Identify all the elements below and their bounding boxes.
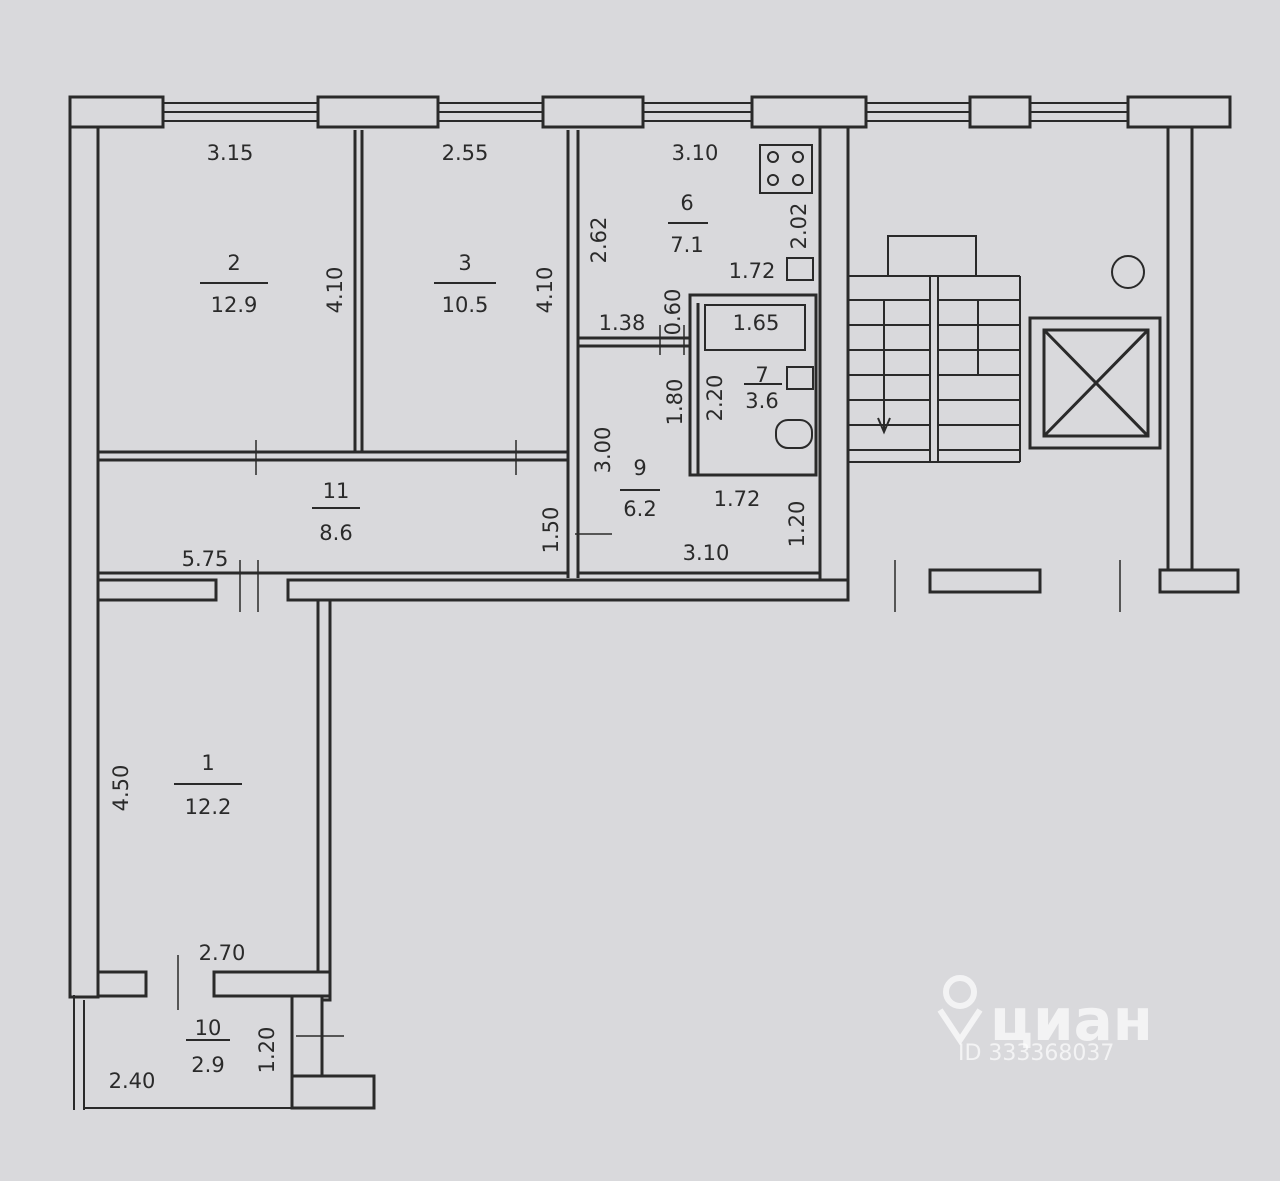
dim-bath-width: 1.65 bbox=[733, 311, 780, 335]
sink-icon bbox=[786, 257, 814, 281]
dim-bath-height: 2.20 bbox=[703, 375, 727, 422]
dim-r6-width: 3.10 bbox=[672, 141, 719, 165]
outer-wall-top-1 bbox=[68, 95, 165, 129]
svg-text:10: 10 bbox=[195, 1016, 222, 1040]
elevator bbox=[1028, 316, 1162, 450]
outer-wall-top-3 bbox=[541, 95, 645, 129]
bathroom-box bbox=[688, 293, 818, 477]
wall-landing bbox=[928, 568, 1042, 594]
svg-text:9: 9 bbox=[633, 456, 646, 480]
dim-r9-height: 3.00 bbox=[591, 427, 615, 474]
svg-text:2: 2 bbox=[227, 251, 240, 275]
svg-text:1: 1 bbox=[201, 751, 214, 775]
dim-r9-inner-width: 1.72 bbox=[714, 487, 761, 511]
stair-wall-right bbox=[1166, 125, 1194, 594]
dim-r9-side: 1.80 bbox=[663, 379, 687, 426]
outer-wall-top-5 bbox=[968, 95, 1032, 129]
partitions bbox=[98, 130, 820, 578]
outer-wall-top-6 bbox=[1126, 95, 1232, 129]
dim-r11-height: 1.50 bbox=[539, 507, 563, 554]
dim-r10-depth: 1.20 bbox=[255, 1027, 279, 1074]
wall-corridor-1 bbox=[96, 578, 218, 602]
dim-r2-width: 3.15 bbox=[207, 141, 254, 165]
wall-room1-bottom-2 bbox=[212, 970, 332, 998]
tick-marks bbox=[177, 325, 1121, 1037]
outer-wall-left bbox=[68, 95, 100, 999]
dim-r1-width: 2.70 bbox=[199, 941, 246, 965]
dim-r2-height: 4.10 bbox=[323, 267, 347, 314]
watermark-brand: циан bbox=[990, 986, 1153, 1054]
svg-text:12.2: 12.2 bbox=[185, 795, 232, 819]
room-7-label: 7 3.6 bbox=[744, 363, 782, 413]
dim-r3-height: 4.10 bbox=[533, 267, 557, 314]
svg-text:7: 7 bbox=[755, 363, 768, 387]
room-3-label: 3 10.5 bbox=[434, 251, 496, 317]
room-2-label: 2 12.9 bbox=[200, 251, 268, 317]
windows bbox=[73, 102, 1128, 1110]
dim-r11-width: 5.75 bbox=[182, 547, 229, 571]
svg-text:3: 3 bbox=[458, 251, 471, 275]
room-11-label: 11 8.6 bbox=[312, 479, 360, 545]
dim-hall-small-depth: 0.60 bbox=[661, 289, 685, 336]
room-9-label: 9 6.2 bbox=[620, 456, 660, 521]
watermark-id: ID 333368037 bbox=[958, 1041, 1114, 1066]
svg-text:8.6: 8.6 bbox=[319, 521, 352, 545]
dim-r6-height: 2.62 bbox=[587, 217, 611, 264]
dim-hall-small-width: 1.38 bbox=[599, 311, 646, 335]
room-6-label: 6 7.1 bbox=[668, 191, 708, 257]
dim-r9-width: 3.10 bbox=[683, 541, 730, 565]
wall-room1-right bbox=[316, 598, 332, 1002]
svg-text:10.5: 10.5 bbox=[442, 293, 489, 317]
room-10-label: 10 2.9 bbox=[186, 1016, 230, 1077]
stair-wall-left bbox=[818, 125, 850, 594]
svg-text:12.9: 12.9 bbox=[211, 293, 258, 317]
wall-landing-right bbox=[1158, 568, 1240, 594]
dim-r6-side: 2.02 bbox=[787, 203, 811, 250]
dim-r9-door: 1.20 bbox=[785, 501, 809, 548]
svg-text:6: 6 bbox=[680, 191, 693, 215]
svg-text:6.2: 6.2 bbox=[623, 497, 656, 521]
bathtub-icon bbox=[704, 304, 806, 351]
svg-text:7.1: 7.1 bbox=[670, 233, 703, 257]
balcony-wall-base bbox=[290, 1074, 376, 1110]
watermark: циан ID 333368037 bbox=[937, 975, 1153, 1066]
washbasin-icon bbox=[786, 366, 814, 390]
room-1-label: 1 12.2 bbox=[174, 751, 242, 819]
room-labels: 2 12.9 3 10.5 6 7.1 7 3.6 9 6.2 11 8.6 bbox=[174, 191, 782, 1077]
toilet-icon bbox=[775, 419, 813, 449]
fixtures bbox=[704, 144, 1145, 449]
svg-text:2.9: 2.9 bbox=[191, 1053, 224, 1077]
wall-corridor-2 bbox=[286, 578, 850, 602]
location-pin-icon bbox=[937, 975, 983, 1046]
dim-wc-width: 1.72 bbox=[729, 259, 776, 283]
staircase bbox=[848, 235, 1021, 463]
svg-text:11: 11 bbox=[323, 479, 350, 503]
dim-r1-height: 4.50 bbox=[109, 765, 133, 812]
stove-icon bbox=[759, 144, 813, 194]
dim-r3-width: 2.55 bbox=[442, 141, 489, 165]
svg-text:3.6: 3.6 bbox=[745, 389, 778, 413]
walls bbox=[68, 95, 1240, 1110]
chute-icon bbox=[1111, 255, 1145, 289]
dim-r10-width: 2.40 bbox=[109, 1069, 156, 1093]
dimension-labels: 3.15 2.55 3.10 4.10 4.10 2.62 2.02 1.72 … bbox=[109, 141, 811, 1093]
outer-wall-top-4 bbox=[750, 95, 868, 129]
wall-room1-bottom-1 bbox=[96, 970, 148, 998]
outer-wall-top-2 bbox=[316, 95, 440, 129]
